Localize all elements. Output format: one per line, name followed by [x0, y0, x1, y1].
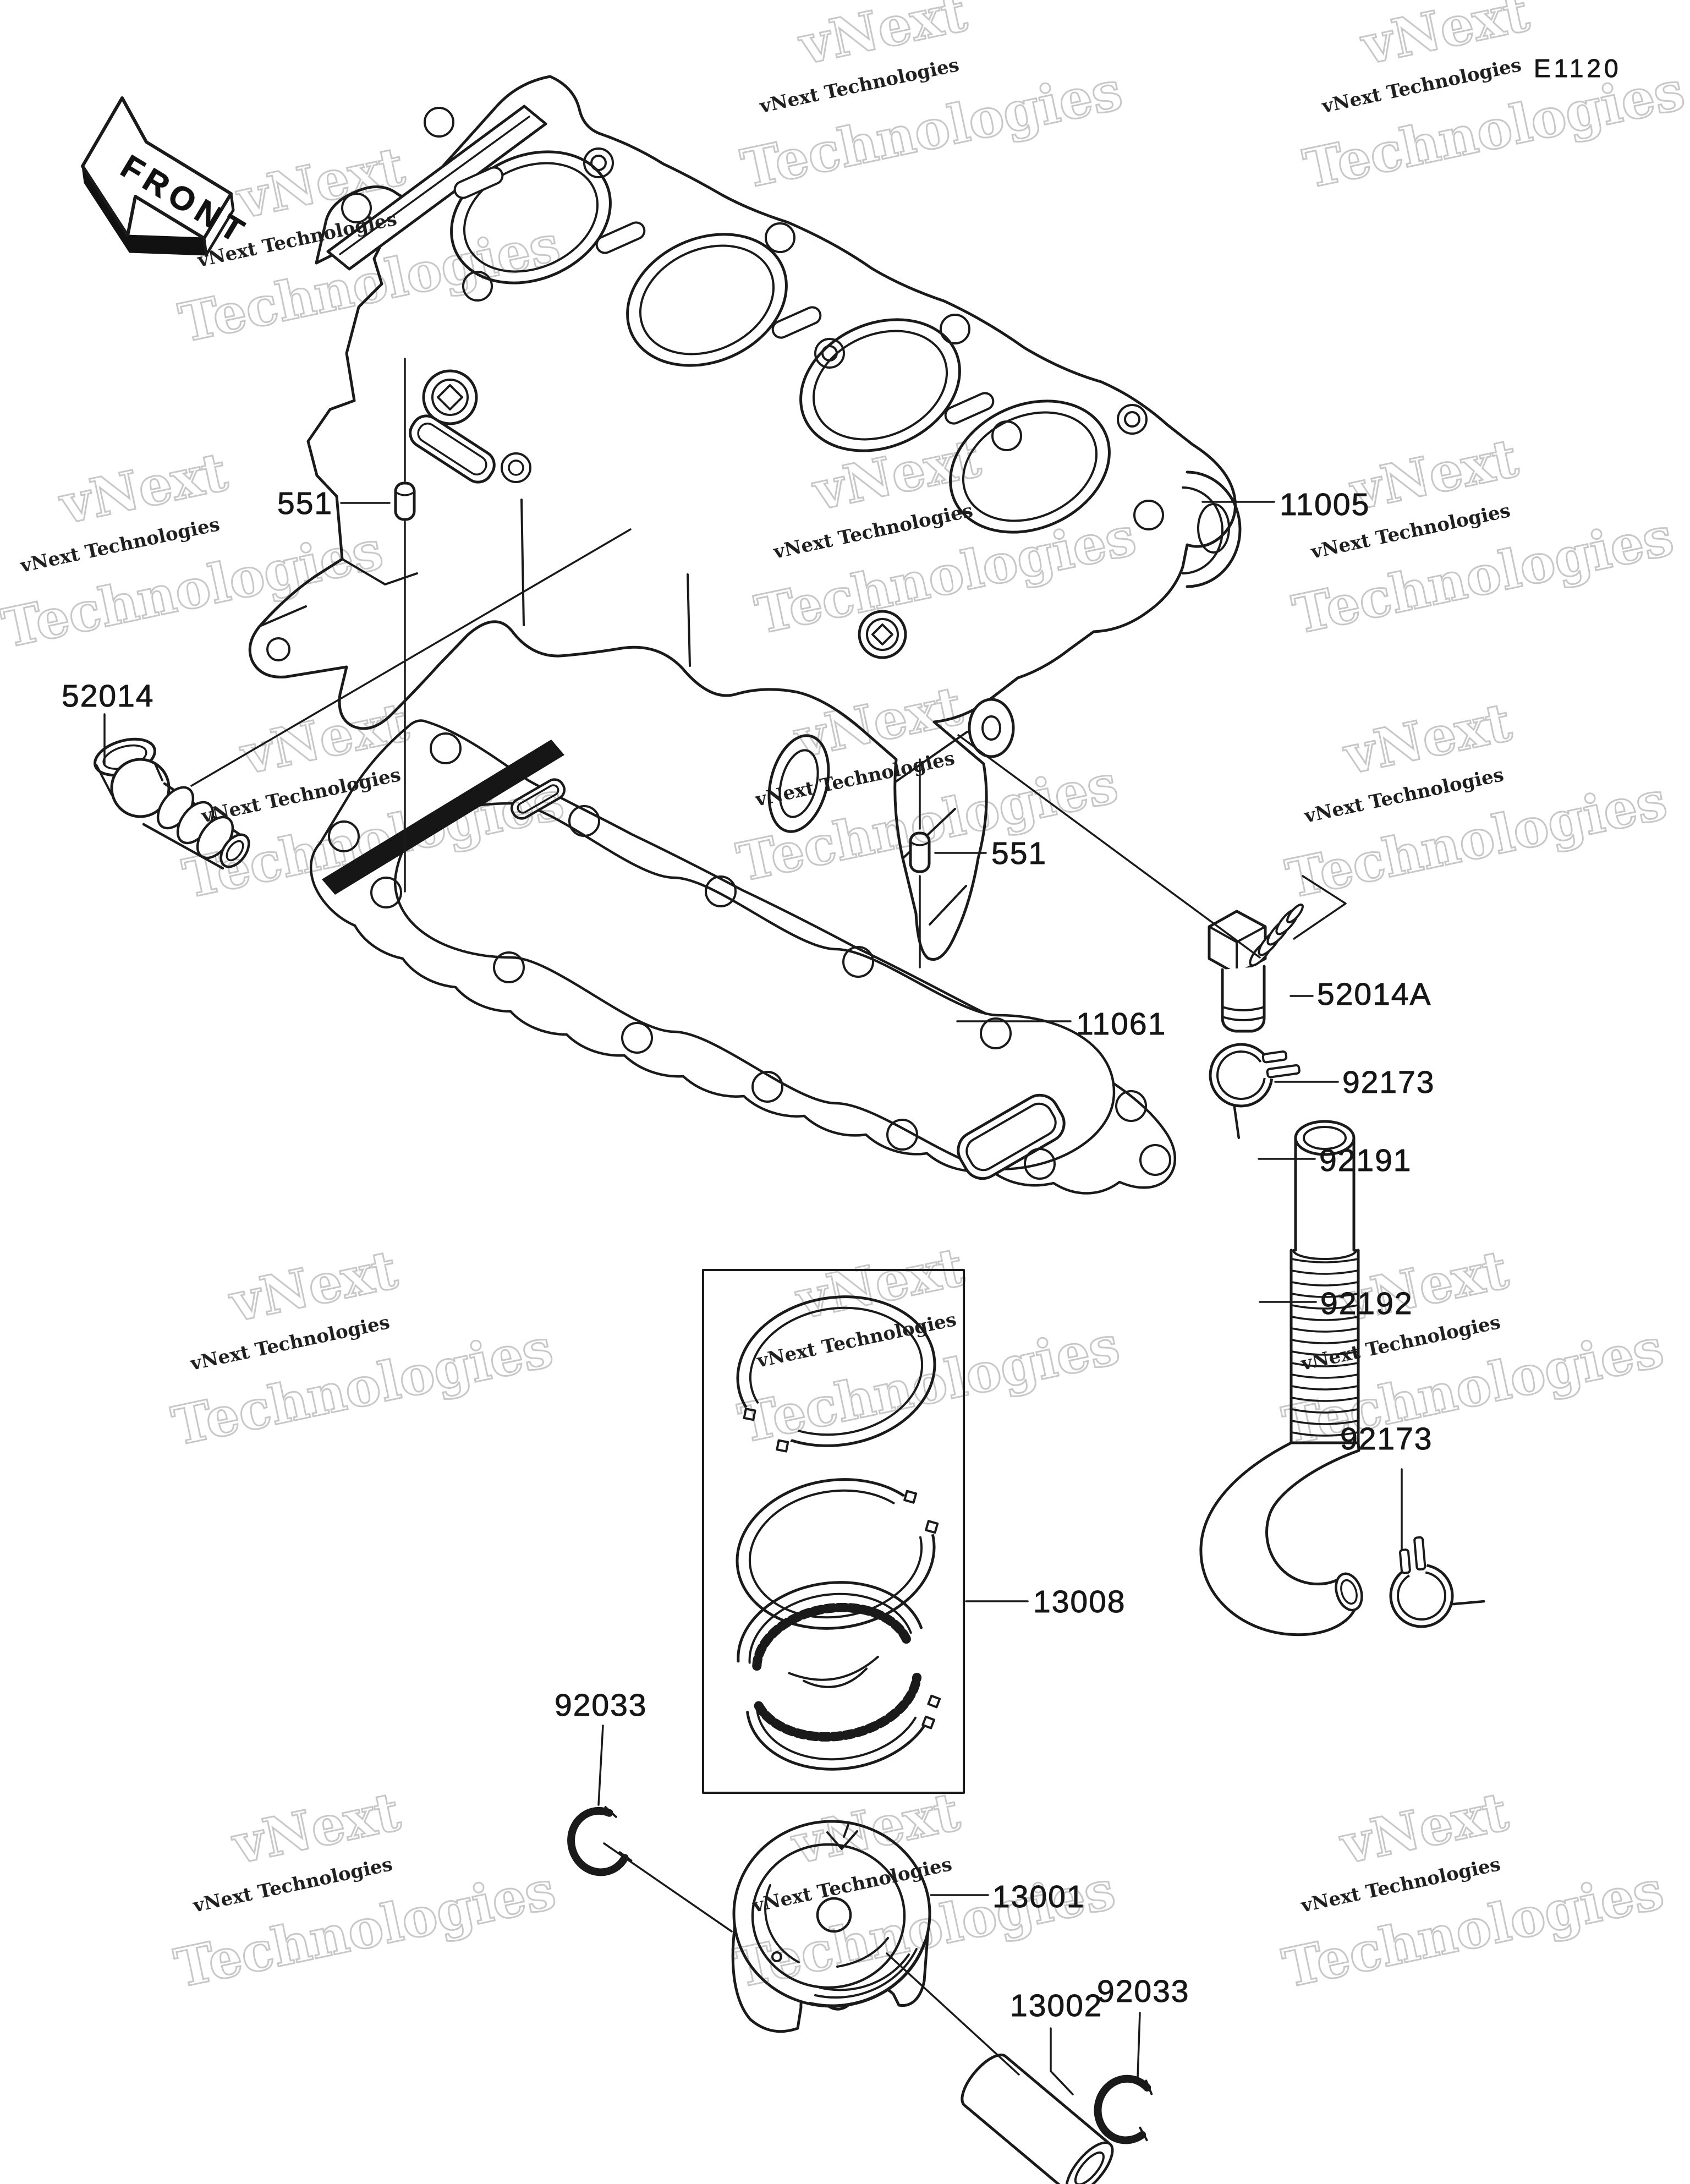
block-top-rib	[326, 105, 547, 271]
front-arrow-face	[81, 96, 233, 240]
circlip-92033-b-drawing	[1094, 2074, 1153, 2144]
part-callout-52014: 52014	[62, 678, 155, 714]
leader-92033-a	[597, 1725, 604, 1806]
leader-pin-assembly	[886, 1952, 1020, 2076]
block-right-boss	[1182, 470, 1242, 588]
part-callout-92033-a: 92033	[555, 1688, 648, 1723]
oil-ring-assembly	[737, 1581, 941, 1771]
ring-set-box	[702, 1269, 965, 1794]
gasket-slot	[510, 778, 566, 820]
top-ring	[728, 1295, 936, 1470]
leader-52014a-chevron	[1293, 875, 1347, 940]
piston-ring-grooves	[809, 1941, 925, 2007]
gasket-bore-opening	[393, 802, 1116, 1171]
dowel-pin-551-a	[394, 481, 416, 521]
block-side-slot	[409, 414, 496, 484]
piston-drawing	[731, 1820, 931, 2033]
leader-lines	[103, 358, 1403, 2095]
part-callout-551-a: 551	[277, 486, 333, 521]
block-bottom-oval	[767, 734, 830, 833]
hose-corrugation	[1291, 1258, 1359, 1437]
deck-coolant-slots	[453, 166, 995, 425]
leader-92033-b	[1137, 2012, 1141, 2079]
fitting-52014-drawing	[94, 737, 250, 870]
fitting-52014a-threads	[1249, 904, 1304, 967]
piston-pin-drawing	[961, 2053, 1114, 2184]
leader-13002	[1050, 2027, 1074, 2095]
block-arm-hole	[266, 637, 290, 661]
oil-ring-expander-upper	[752, 1602, 911, 1671]
part-callout-92192: 92192	[1320, 1286, 1413, 1321]
leader-52014a-to-block	[957, 734, 1261, 959]
circlip-92033-a-drawing	[567, 1806, 633, 1876]
base-gasket-drawing	[309, 719, 1176, 1195]
front-arrow: FRONT	[81, 96, 255, 256]
clamp-92173-b-drawing	[1389, 1536, 1485, 1628]
hose-drawing	[1199, 1120, 1363, 1636]
second-ring	[736, 1476, 956, 1630]
part-callout-13002: 13002	[1010, 1988, 1103, 2023]
diagram-artwork: FRONT E1120	[62, 54, 1622, 2184]
gasket-front-edge	[322, 740, 564, 895]
part-callout-92173-b: 92173	[1340, 1421, 1433, 1457]
block-top-rib-inner-line	[339, 116, 530, 255]
ring-set-drawing	[702, 1269, 965, 1794]
part-callout-13008: 13008	[1033, 1584, 1126, 1619]
leader-92033-a-to-piston	[603, 1842, 733, 1933]
part-callout-52014a: 52014A	[1317, 977, 1432, 1012]
page-code: E1120	[1534, 54, 1622, 83]
front-arrow-bottom-face	[127, 234, 207, 256]
cylinder-block-drawing	[248, 75, 1242, 961]
part-callout-11061: 11061	[1076, 1006, 1166, 1042]
gasket-drain-opening	[957, 1093, 1066, 1180]
oil-ring-expander-lower	[754, 1672, 922, 1742]
fitting-52014-barbs	[156, 786, 250, 868]
piston-crown-inner	[751, 1843, 906, 1989]
fitting-52014a-drawing	[1208, 904, 1304, 1033]
clamp-92173-a-drawing	[1209, 1043, 1301, 1139]
part-callout-13001: 13001	[992, 1879, 1085, 1914]
part-callout-11005: 11005	[1280, 487, 1370, 522]
deck-bolt-holes	[341, 107, 1164, 530]
part-callout-92191: 92191	[1319, 1143, 1412, 1178]
hose-bend	[1199, 1441, 1360, 1636]
piston-pin-hole	[816, 1897, 852, 1933]
part-callout-92173-a: 92173	[1342, 1065, 1435, 1100]
block-mount-bosses	[422, 369, 907, 659]
block-fitting-boss	[968, 698, 1015, 758]
gasket-bolt-holes	[328, 732, 1171, 1180]
leader-52014-to-block	[190, 528, 632, 787]
dowel-pin-551-b	[909, 831, 931, 873]
part-callout-551-b: 551	[991, 836, 1047, 871]
part-callout-92033-b: 92033	[1097, 1974, 1190, 2009]
part-callouts: 551 11005 52014 551 11061 52014A 92173 9…	[62, 486, 1435, 2024]
